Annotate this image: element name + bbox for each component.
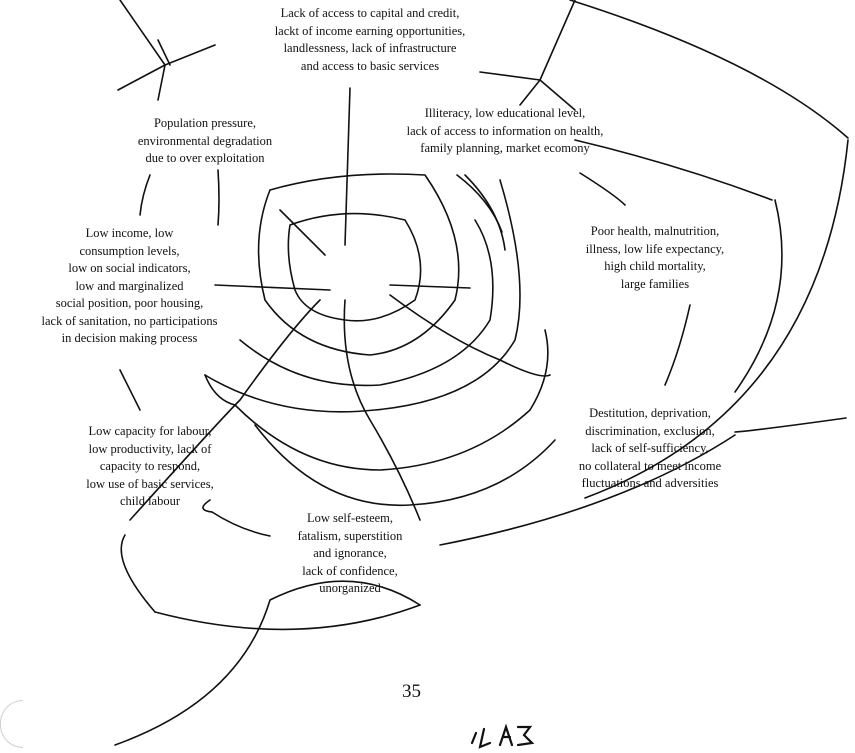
node-low-income: Low income, low consumption levels, low …: [41, 226, 218, 345]
web-ring-3: [239, 219, 494, 387]
web-radial-top-left: [119, 0, 166, 66]
web-radial-left: [139, 174, 151, 216]
web-hub-diag: [279, 209, 326, 256]
node-destitution: Destitution, deprivation, discrimination…: [578, 406, 722, 490]
web-radial-top-left-4: [157, 64, 166, 101]
web-thread-bottom-arc: [439, 434, 736, 546]
web-radial-top-right-3: [539, 79, 576, 111]
web-hub-top: [344, 87, 351, 246]
web-radial-top-right: [539, 0, 576, 81]
handwritten-mark: [470, 723, 535, 749]
web-hub-left: [214, 284, 331, 291]
web-ring-5: [234, 329, 549, 471]
node-capital: Lack of access to capital and credit, la…: [274, 6, 466, 73]
node-self-esteem: Low self-esteem, fatalism, superstition …: [297, 511, 403, 595]
web-thread-center-low: [211, 511, 271, 537]
node-illiteracy: Illiteracy, low educational level, lack …: [406, 106, 604, 155]
web-radial-top-left-5: [157, 39, 171, 66]
web-radial-right: [464, 174, 506, 251]
web-radial-lower-right: [389, 294, 551, 377]
web-ring-6: [254, 424, 556, 507]
web-radial-top-left-2: [164, 44, 216, 66]
web-thread-right-vertical: [734, 199, 783, 393]
web-thread-right-long: [584, 139, 849, 499]
web-thread-left-low: [120, 534, 156, 613]
web-radial-top-right-2: [479, 71, 541, 81]
page-number: 35: [402, 681, 421, 702]
node-low-capacity: Low capacity for labour, low productivit…: [86, 424, 214, 508]
web-ring-4: [204, 179, 521, 413]
web-thread-lower-arc: [154, 604, 421, 631]
web-thread-right-upper: [574, 139, 773, 201]
web-radial-upper-right-a: [456, 174, 503, 233]
web-radial-left-bridge: [202, 499, 213, 513]
web-thread-outer-right: [569, 0, 849, 139]
web-radial-upper-right-b: [579, 172, 626, 206]
web-thread-outer-lower: [114, 580, 421, 746]
web-radial-upper-left: [217, 169, 220, 226]
node-population: Population pressure, environmental degra…: [137, 116, 273, 165]
web-radial-junction: [204, 374, 236, 406]
web-thread-bottom-right: [734, 417, 847, 433]
web-radial-top-right-4: [519, 79, 541, 106]
web-radial-right-mid: [664, 304, 691, 386]
web-radial-lower: [343, 299, 421, 521]
web-radial-top-left-3: [117, 64, 166, 91]
node-poor-health: Poor health, malnutrition, illness, low …: [585, 224, 725, 291]
web-radial-lower-left: [129, 299, 321, 521]
web-ring-1: [257, 173, 460, 356]
web-ring-2: [287, 212, 422, 322]
web-radial-down-left: [119, 369, 141, 411]
